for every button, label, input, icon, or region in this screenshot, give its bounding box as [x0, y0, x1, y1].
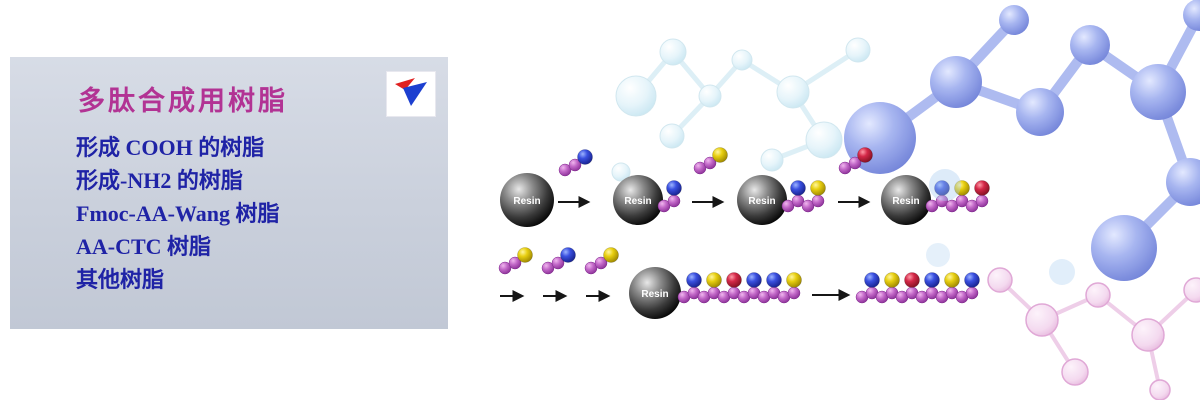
resin-sphere-stage2: Resin: [613, 175, 682, 225]
amino-acid-ball-blue: [790, 180, 806, 196]
amino-acid-ball-yellow: [810, 180, 826, 196]
background-molecule-cyan: [611, 37, 871, 182]
amino-acid-ball-yellow: [884, 272, 900, 288]
amino-acid-ball-yellow: [706, 272, 722, 288]
resin-label: Resin: [624, 196, 651, 207]
background-molecule-pink: [987, 267, 1200, 400]
background-molecule-blue: [844, 0, 1200, 281]
amino-acid-ball-yellow: [944, 272, 960, 288]
amino-acid-ball-red: [726, 272, 742, 288]
free-amino-acid-blue: [559, 149, 593, 177]
resin-label: Resin: [892, 196, 919, 207]
brand-triangle-logo-icon: [395, 78, 427, 106]
resin-with-long-peptide: Resin: [629, 267, 802, 319]
amino-acid-ball-blue: [964, 272, 980, 288]
glass-highlights: [926, 169, 1075, 285]
free-amino-acid-yellow: [585, 247, 619, 275]
brand-logo: [386, 71, 436, 117]
resin-label: Resin: [748, 196, 775, 207]
amino-acid-ball-blue: [746, 272, 762, 288]
amino-acid-ball-blue: [560, 247, 576, 263]
amino-acid-ball-yellow: [517, 247, 533, 263]
amino-acid-ball-red: [904, 272, 920, 288]
amino-acid-ball-yellow: [603, 247, 619, 263]
amino-acid-ball-red: [974, 180, 990, 196]
resin-category-item-cooh: 形成 COOH 的树脂: [76, 135, 265, 160]
resin-category-list: 形成 COOH 的树脂 形成-NH2 的树脂 Fmoc-AA-Wang 树脂 A…: [76, 131, 279, 296]
amino-acid-ball-red: [857, 147, 873, 163]
resin-category-item-aa-ctc: AA-CTC 树脂: [76, 234, 212, 259]
synthesis-top-row: Resin Resin Resin: [500, 147, 990, 227]
amino-acid-ball-blue: [577, 149, 593, 165]
resin-category-item-nh2: 形成-NH2 的树脂: [76, 168, 243, 193]
free-amino-acid-yellow: [499, 247, 533, 275]
resin-sphere-stage1: Resin: [500, 173, 554, 227]
page-title: 多肽合成用树脂: [78, 86, 288, 116]
amino-acid-ball-blue: [766, 272, 782, 288]
resin-category-item-fmoc-aa-wang: Fmoc-AA-Wang 树脂: [76, 201, 280, 226]
left-panel: 多肽合成用树脂 形成 COOH 的树脂 形成-NH2 的树脂 Fmoc-AA-W…: [10, 57, 448, 329]
synthesis-bottom-row: Resin: [499, 247, 980, 319]
amino-acid-ball-yellow: [712, 147, 728, 163]
resin-sphere-stage4: Resin: [881, 175, 990, 225]
amino-acid-ball-blue: [666, 180, 682, 196]
free-amino-acid-yellow: [694, 147, 728, 175]
free-amino-acid-blue: [542, 247, 576, 275]
cleaved-peptide-chain: [855, 272, 980, 304]
resin-label: Resin: [641, 289, 668, 300]
resin-label: Resin: [513, 196, 540, 207]
resin-category-item-other: 其他树脂: [76, 267, 165, 292]
resin-sphere-stage3: Resin: [737, 175, 826, 225]
amino-acid-ball-blue: [864, 272, 880, 288]
amino-acid-ball-blue: [686, 272, 702, 288]
amino-acid-ball-blue: [924, 272, 940, 288]
amino-acid-ball-yellow: [786, 272, 802, 288]
